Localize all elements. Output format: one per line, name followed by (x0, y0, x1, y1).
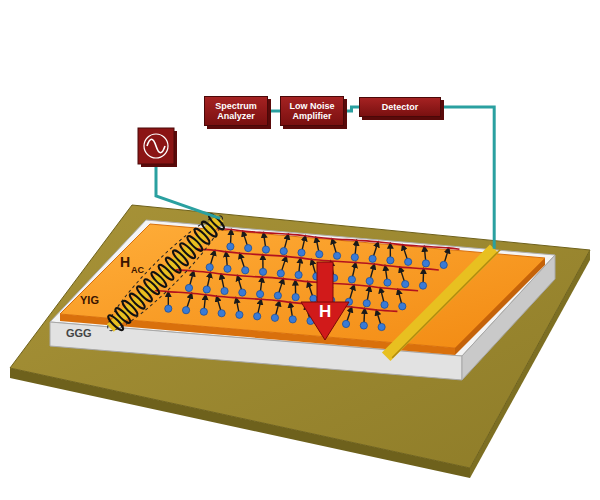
sine-symbol (147, 139, 165, 153)
spin-dot (271, 314, 278, 321)
spin-wave (194, 249, 439, 270)
spin-dot (295, 271, 302, 278)
spin-dot (369, 255, 376, 262)
yig-top (60, 224, 545, 348)
spin-dot (366, 277, 373, 284)
signal-generator (138, 128, 177, 167)
spin-dot (399, 303, 406, 310)
spin-dot (422, 260, 429, 267)
spin-dot (259, 268, 266, 275)
spin-dot (274, 292, 281, 299)
spin-wave (173, 270, 418, 291)
spin-dot (298, 249, 305, 256)
spin-dot (363, 300, 370, 307)
coil-turn (171, 249, 189, 267)
spin-dot (351, 254, 358, 261)
spin-dot (185, 284, 192, 291)
spin-dot (333, 252, 340, 259)
input-antenna (110, 218, 220, 328)
spin-dot (280, 248, 287, 255)
spin-dot (402, 280, 409, 287)
spin-dot (203, 286, 210, 293)
spin-dot (182, 307, 189, 314)
spin-dot (277, 270, 284, 277)
coil-turn (114, 306, 132, 324)
spin-dot (440, 261, 447, 268)
instrument-box: Spectrum Analyzer (204, 96, 268, 127)
spin-dot (342, 320, 349, 327)
spin-dot (381, 301, 388, 308)
coil-turn (121, 299, 139, 317)
coil-turn (135, 285, 153, 303)
instrument-label: Detector (364, 102, 436, 112)
coil-turn (186, 234, 204, 252)
spin-dot (242, 267, 249, 274)
spin-dot (262, 246, 269, 253)
spin-dot (218, 310, 225, 317)
generator-dial (144, 134, 168, 158)
spin-dot (257, 290, 264, 297)
substrate-top (10, 205, 590, 468)
spin-dot (221, 287, 228, 294)
spin-array (153, 228, 460, 330)
field-label: H (120, 255, 130, 269)
layer-label: GGG (66, 328, 92, 339)
instrument-box: Low Noise Amplifier (280, 96, 344, 127)
coil-turn (157, 263, 175, 281)
instrument-label: Low Noise Amplifier (285, 101, 339, 122)
signal-cable (344, 107, 359, 111)
input-wire (156, 167, 220, 218)
coil-turn (150, 270, 168, 288)
spin-dot (378, 323, 385, 330)
spin-dot (254, 313, 261, 320)
field-label: H (319, 303, 331, 320)
field-arrow-shaft (317, 262, 333, 303)
spin-dot (224, 265, 231, 272)
field-arrow (301, 262, 349, 340)
coil-turn (142, 278, 160, 296)
layer-label: YIG (80, 295, 99, 306)
coil-turn (106, 314, 124, 332)
coil-turn (200, 220, 218, 238)
coil-turn (164, 256, 182, 274)
spin-dot (289, 316, 296, 323)
spin-dot (387, 257, 394, 264)
field-subscript: AC (131, 266, 144, 275)
spin-wave (215, 228, 460, 249)
spin-dot (316, 251, 323, 258)
spin-dot (239, 289, 246, 296)
spin-dot (405, 258, 412, 265)
signal-cable (268, 110, 280, 113)
spin-dot (292, 294, 299, 301)
spin-wave (153, 290, 398, 311)
output-antenna (386, 249, 494, 357)
spin-dot (227, 243, 234, 250)
coil-turn (178, 242, 196, 260)
spin-dot (360, 322, 367, 329)
coil-outline (99, 207, 232, 340)
instrument-box: Detector (359, 97, 441, 117)
spin-dot (384, 279, 391, 286)
spin-dot (348, 276, 355, 283)
spin-dot (236, 311, 243, 318)
output-antenna-edge (392, 250, 500, 358)
spin-dot (206, 264, 213, 271)
spin-dot (245, 244, 252, 251)
output-wire (444, 107, 494, 249)
coil-turn (193, 227, 211, 245)
generator-box (138, 128, 174, 164)
spin-dot (310, 295, 317, 302)
spin-dot (165, 305, 172, 312)
spin-dot (200, 308, 207, 315)
coil-turn (128, 292, 146, 310)
field-arrow-head (301, 302, 349, 340)
spin-dot (419, 282, 426, 289)
instrument-label: Spectrum Analyzer (209, 101, 263, 122)
